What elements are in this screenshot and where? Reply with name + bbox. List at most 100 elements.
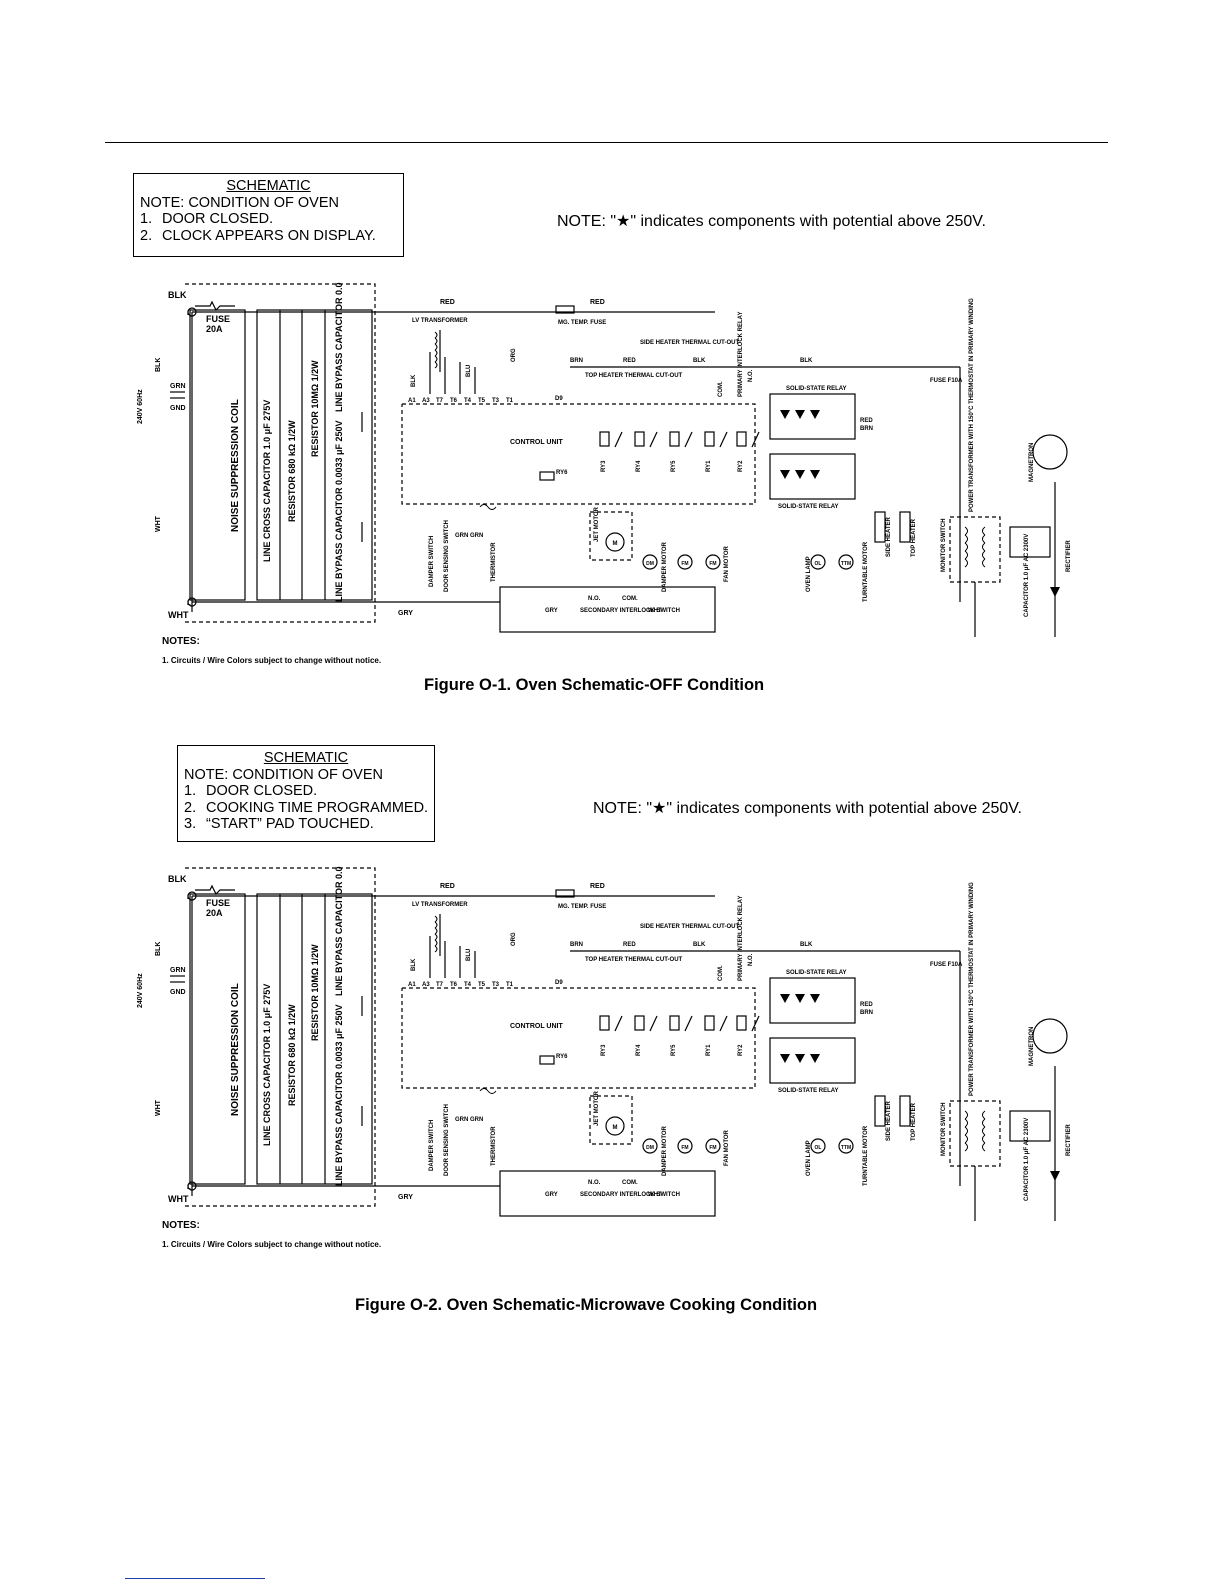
filter-boundary <box>185 867 376 1207</box>
motor-symbol <box>838 554 854 570</box>
label-blk: BLK <box>168 874 187 884</box>
mg-temp-fuse-label: MG. TEMP. FUSE <box>558 320 606 326</box>
motor-symbol-label: DM <box>646 1145 654 1151</box>
supply-label: 240V 60Hz <box>137 389 144 424</box>
condition-item: 2.COOKING TIME PROGRAMMED. <box>184 799 429 816</box>
oven-lamp-label: OVEN LAMP <box>806 1140 812 1176</box>
wire-color-label: RED <box>440 299 455 306</box>
hv-capacitor-symbol <box>1009 526 1051 558</box>
damper-motor-label: DAMPER MOTOR <box>662 1125 668 1176</box>
filter-box <box>256 309 373 601</box>
transformer-coil <box>434 939 438 947</box>
top-heater-label: TOP HEATER <box>911 518 917 557</box>
transformer-coil <box>982 1134 986 1144</box>
header-rule <box>105 142 1108 143</box>
terminal-label: T5 <box>478 982 486 988</box>
lv-transformer-label: LV TRANSFORMER <box>412 318 468 324</box>
motor-symbol <box>642 1138 658 1154</box>
terminal-label: T4 <box>464 982 472 988</box>
wire-color-label: BLK <box>411 958 417 971</box>
relay-label: RY2 <box>738 1044 744 1056</box>
monitor-switch-label: MONITOR SWITCH <box>941 1102 947 1156</box>
motor-symbol-label: FM <box>709 1145 716 1151</box>
terminal-label: N.O. <box>588 1180 601 1186</box>
relay-label: RY3 <box>601 460 607 472</box>
solid-state-relay <box>769 393 856 440</box>
condition-box-1: SCHEMATIC NOTE: CONDITION OF OVEN 1.DOOR… <box>133 173 404 257</box>
motor-symbol-label: DM <box>646 561 654 567</box>
wire-color-label: RED <box>440 883 455 890</box>
turntable-motor-label: TURNTABLE MOTOR <box>863 1125 869 1186</box>
top-heater-symbol <box>899 511 911 543</box>
triac-symbol <box>810 410 820 419</box>
mg-temp-fuse <box>555 889 575 898</box>
secondary-switch-label: SECONDARY INTERLOCK SWITCH <box>580 608 680 614</box>
relay-coil <box>599 1015 610 1031</box>
magnetron-symbol <box>1032 1018 1068 1054</box>
wire-color-label: RED <box>860 1002 873 1008</box>
terminal-label: T3 <box>492 982 500 988</box>
thermistor-label: THERMISTOR <box>491 1126 497 1166</box>
relay-label: RY5 <box>671 1044 677 1056</box>
solid-state-relay-label: SOLID-STATE RELAY <box>778 1088 839 1094</box>
motor-symbol-label: FM <box>681 561 688 567</box>
noise-coil-box <box>189 309 246 601</box>
triac-symbol <box>810 1054 820 1063</box>
wire-color-label: GRY <box>398 610 413 617</box>
wire-color-label: RED <box>860 418 873 424</box>
relay-coil <box>669 1015 680 1031</box>
jet-motor-box <box>589 1095 633 1145</box>
side-heater-symbol <box>874 511 886 543</box>
wire-color-label: BRN <box>570 358 583 364</box>
mg-temp-fuse <box>555 305 575 314</box>
terminal-label: COM. <box>622 1180 638 1186</box>
power-transformer-label: POWER TRANSFORMER WITH 150°C THERMOSTAT … <box>969 882 975 1096</box>
terminal-label: T5 <box>478 398 486 404</box>
wire-color-label: WHT <box>155 515 162 532</box>
wire <box>684 431 693 448</box>
terminal-label: L <box>187 601 191 607</box>
transformer-coil <box>434 355 438 363</box>
transformer-coil <box>434 361 438 369</box>
transformer-coil <box>434 331 438 339</box>
wire-color-label: BRN <box>570 942 583 948</box>
lv-transformer-label: LV TRANSFORMER <box>412 902 468 908</box>
relay-coil <box>736 431 747 447</box>
relay-label: RY6 <box>556 1054 568 1060</box>
wire-color-label: BLK <box>693 942 706 948</box>
triac-symbol <box>795 470 805 479</box>
damper-switch-label: DAMPER SWITCH <box>429 536 435 587</box>
filter-box <box>256 893 373 1185</box>
terminal-label: A1 <box>408 982 416 988</box>
wire-color-label: BLK <box>155 358 162 372</box>
door-sensing-switch-label: DOOR SENSING SWITCH <box>444 520 450 592</box>
wire-color-label: WHT <box>155 1099 162 1116</box>
motor-symbol <box>677 554 693 570</box>
terminal-label: T6 <box>450 982 458 988</box>
relay-coil <box>599 431 610 447</box>
motor-symbol-label: TTM <box>841 561 851 567</box>
relay-coil <box>634 1015 645 1031</box>
door-sensing-switch-label: DOOR SENSING SWITCH <box>444 1104 450 1176</box>
transformer-coil <box>434 927 438 935</box>
wire <box>751 1015 760 1032</box>
fuse-f10a-label: FUSE F10A <box>930 378 963 384</box>
wire-color-label: BRN <box>860 1010 873 1016</box>
wire-color-label: GRY <box>545 608 558 614</box>
footer-link-underline <box>125 1578 265 1579</box>
line-bypass-capacitor-label: LINE BYPASS CAPACITOR 0.0033 μF 250V <box>334 282 344 412</box>
triac-symbol <box>810 470 820 479</box>
condition-item: 2.CLOCK APPEARS ON DISPLAY. <box>140 227 376 244</box>
hv-capacitor-label: CAPACITOR 1.0 μF AC 2300V <box>1024 1118 1030 1201</box>
transformer-coil <box>964 534 968 544</box>
line-bypass-capacitor-label: LINE BYPASS CAPACITOR 0.0033 μF 250V <box>334 420 344 602</box>
terminal-label: T7 <box>436 982 444 988</box>
transformer-coil <box>434 945 438 953</box>
jet-motor-symbol <box>605 532 625 552</box>
motor-symbol <box>642 554 658 570</box>
secondary-switch-label: SECONDARY INTERLOCK SWITCH <box>580 1192 680 1198</box>
motor-symbol <box>810 1138 826 1154</box>
transformer-coil <box>964 550 968 560</box>
control-unit-label: CONTROL UNIT <box>510 439 563 446</box>
condition-box-title: SCHEMATIC <box>226 178 311 194</box>
